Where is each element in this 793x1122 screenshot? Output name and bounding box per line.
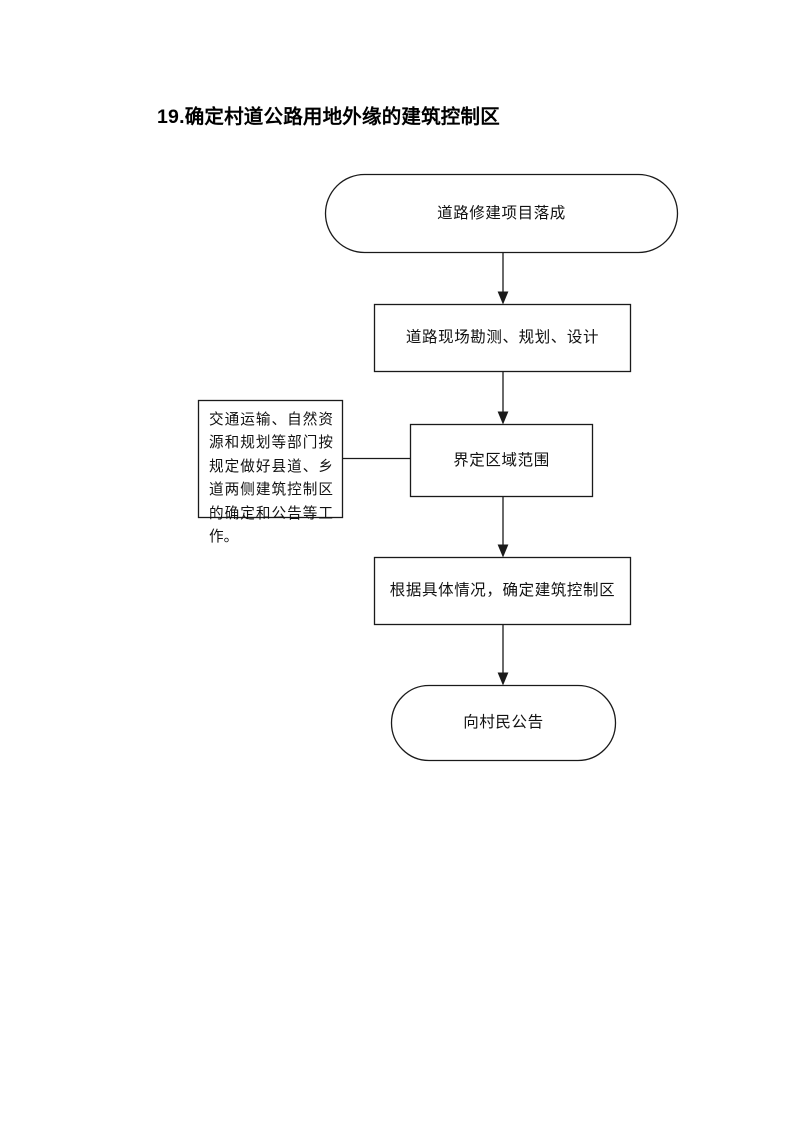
node-note-shape[interactable]: [197, 399, 344, 519]
node-define-area-shape[interactable]: [409, 423, 594, 498]
edge-start-to-survey-arrowhead: [497, 291, 509, 305]
edge-define-area-to-determine-zone-arrowhead: [497, 544, 509, 558]
node-survey-shape[interactable]: [373, 303, 632, 373]
edge-determine-zone-to-announce-arrowhead: [497, 672, 509, 686]
page-title: 19.确定村道公路用地外缘的建筑控制区: [157, 106, 500, 128]
edge-survey-to-define-area-arrowhead: [497, 411, 509, 425]
node-start-shape[interactable]: [324, 173, 679, 254]
node-determine-zone-shape[interactable]: [373, 556, 632, 626]
node-announce-shape[interactable]: [390, 684, 617, 762]
